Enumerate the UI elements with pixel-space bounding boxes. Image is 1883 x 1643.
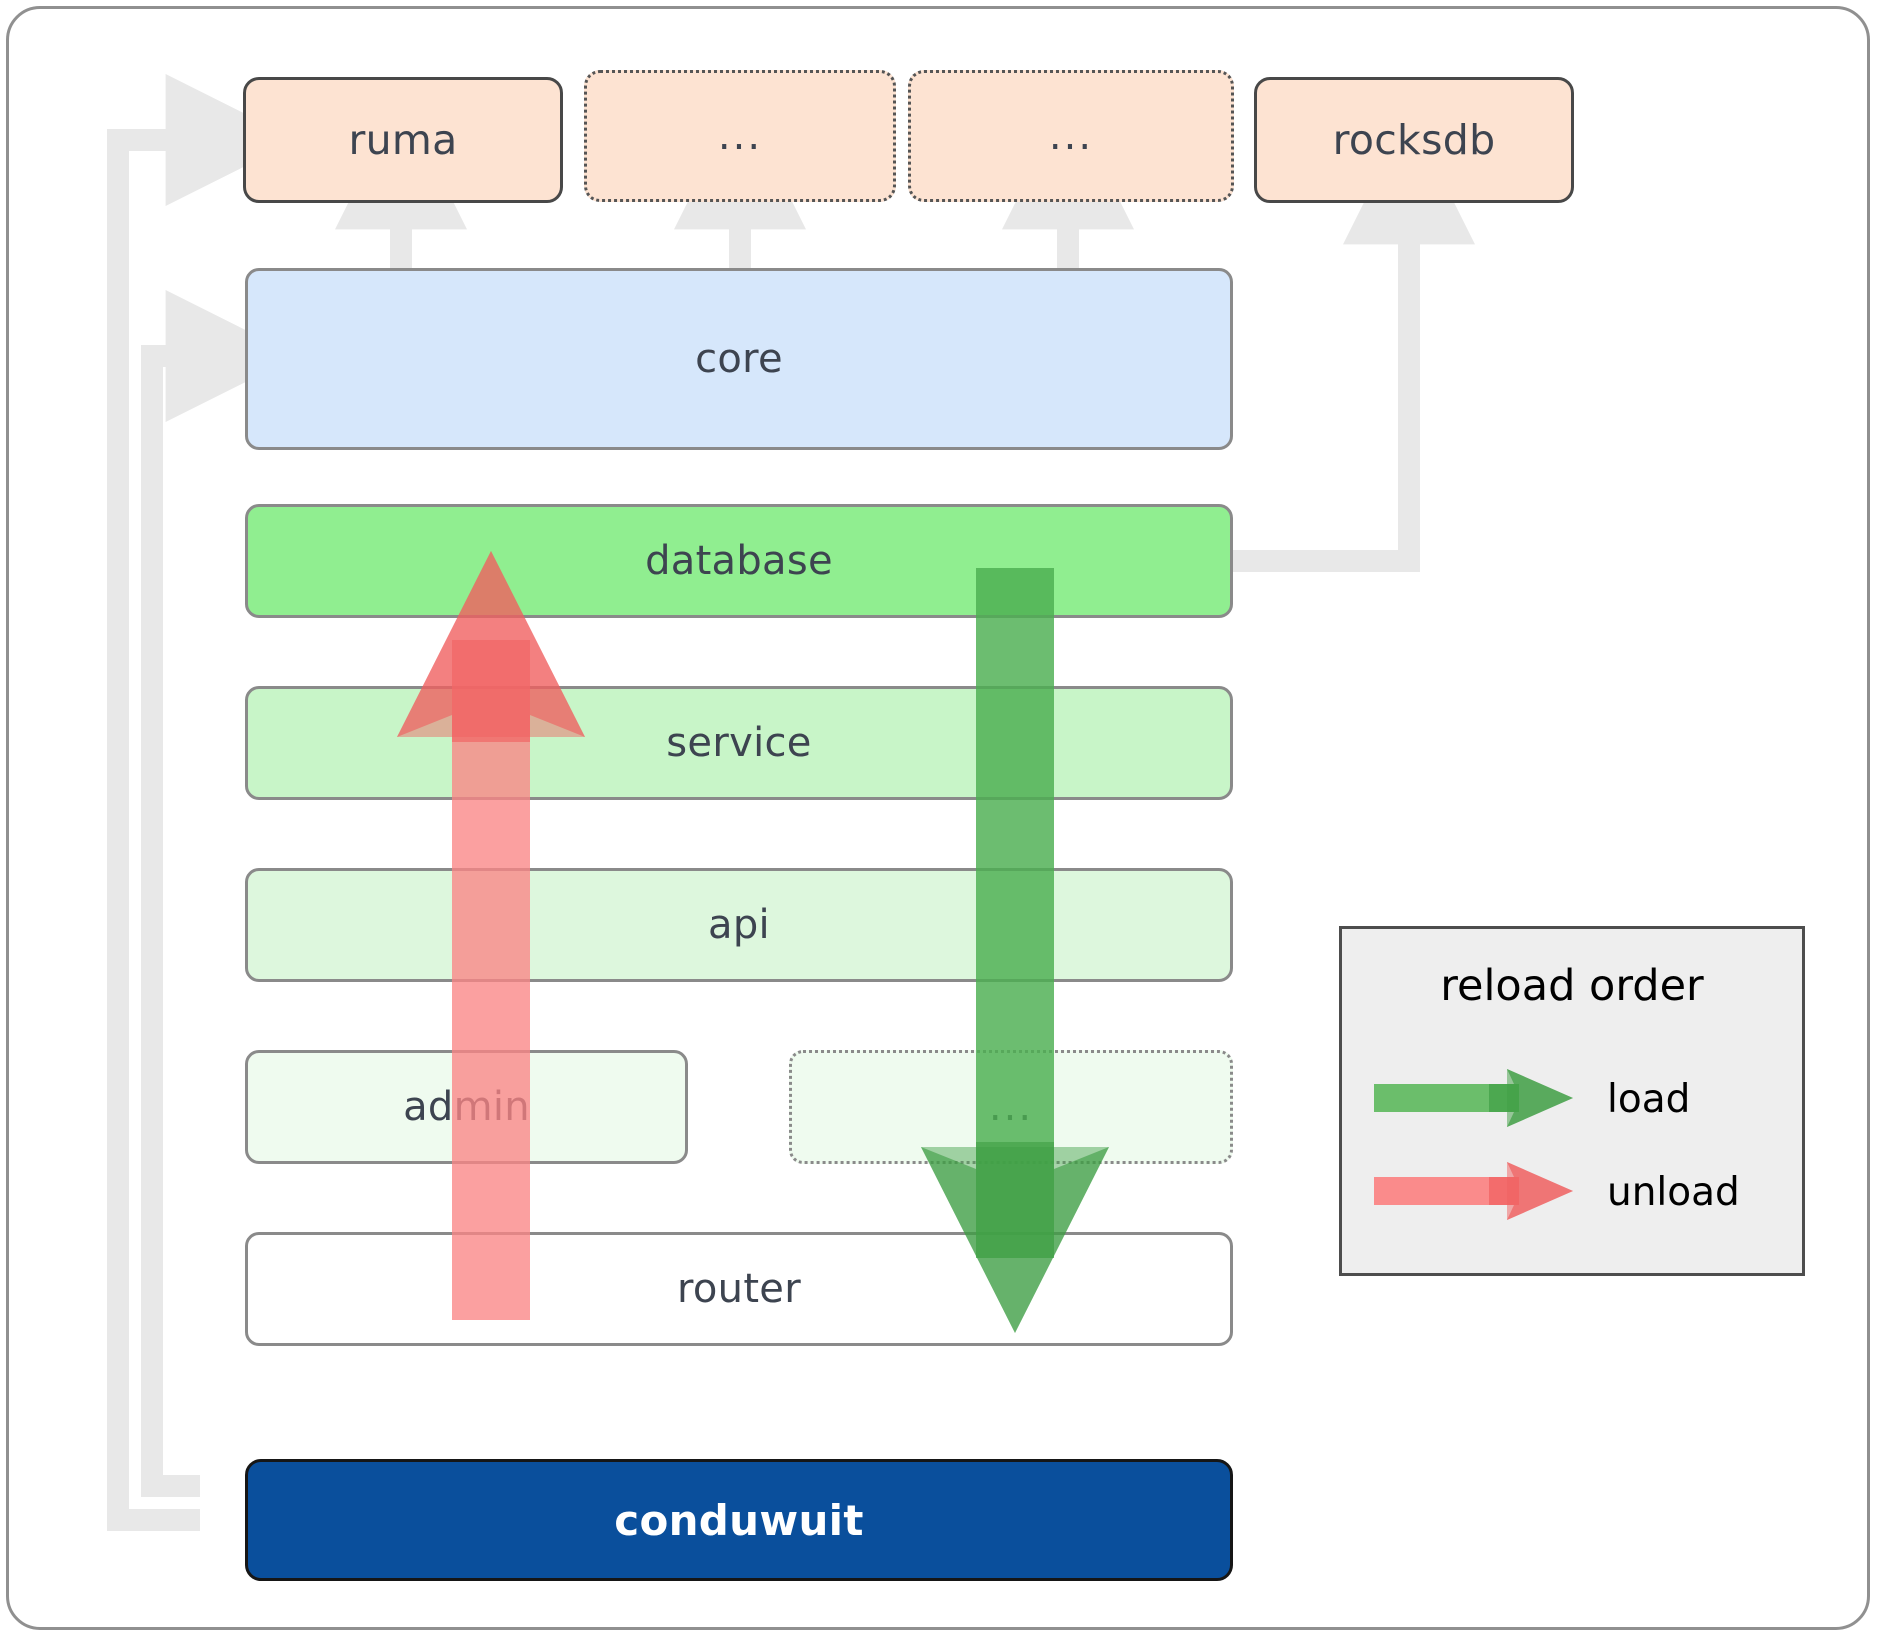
node-conduwuit-label: conduwuit — [614, 1495, 864, 1545]
diagram-frame — [6, 6, 1870, 1630]
node-service-label: service — [666, 720, 812, 766]
node-dep2[interactable]: ... — [584, 70, 896, 202]
node-dep2-label: ... — [717, 113, 763, 159]
node-service[interactable]: service — [245, 686, 1233, 800]
node-extra[interactable]: ... — [789, 1050, 1233, 1164]
legend-title: reload order — [1440, 961, 1704, 1011]
node-ruma-label: ruma — [348, 116, 458, 164]
node-router[interactable]: router — [245, 1232, 1233, 1346]
node-conduwuit[interactable]: conduwuit — [245, 1459, 1233, 1581]
node-admin[interactable]: admin — [245, 1050, 688, 1164]
node-admin-label: admin — [403, 1084, 530, 1130]
node-rocksdb-label: rocksdb — [1332, 116, 1496, 164]
node-core-label: core — [695, 336, 783, 382]
node-router-label: router — [677, 1266, 801, 1312]
legend-label-unload: unload — [1607, 1170, 1740, 1215]
node-api[interactable]: api — [245, 868, 1233, 982]
node-extra-label: ... — [988, 1084, 1034, 1130]
node-database[interactable]: database — [245, 504, 1233, 618]
node-ruma[interactable]: ruma — [243, 77, 563, 203]
node-dep3-label: ... — [1048, 113, 1094, 159]
legend-load-arrow — [1374, 1069, 1573, 1127]
legend-box: reload order load unload — [1339, 926, 1805, 1276]
legend-unload-arrow — [1374, 1162, 1573, 1220]
node-core[interactable]: core — [245, 268, 1233, 450]
node-dep3[interactable]: ... — [908, 70, 1234, 202]
node-api-label: api — [708, 902, 770, 948]
legend-label-load: load — [1607, 1077, 1691, 1122]
legend-arrows — [1374, 1069, 1573, 1220]
node-database-label: database — [645, 538, 833, 584]
node-rocksdb[interactable]: rocksdb — [1254, 77, 1574, 203]
